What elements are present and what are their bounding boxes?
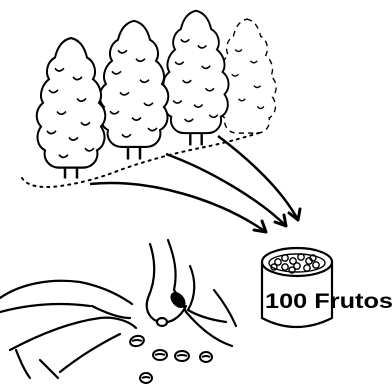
coffee-tree-1	[37, 38, 106, 178]
arrow-tree2-to-can	[166, 154, 286, 226]
arrow-tree3-to-can	[218, 136, 300, 220]
coffee-tree-3	[163, 11, 228, 146]
loose-beans	[129, 334, 212, 383]
coffee-tree-2	[100, 21, 169, 160]
fruit-can: 100 Frutos	[262, 248, 392, 327]
can-label: 100 Frutos	[265, 290, 392, 313]
